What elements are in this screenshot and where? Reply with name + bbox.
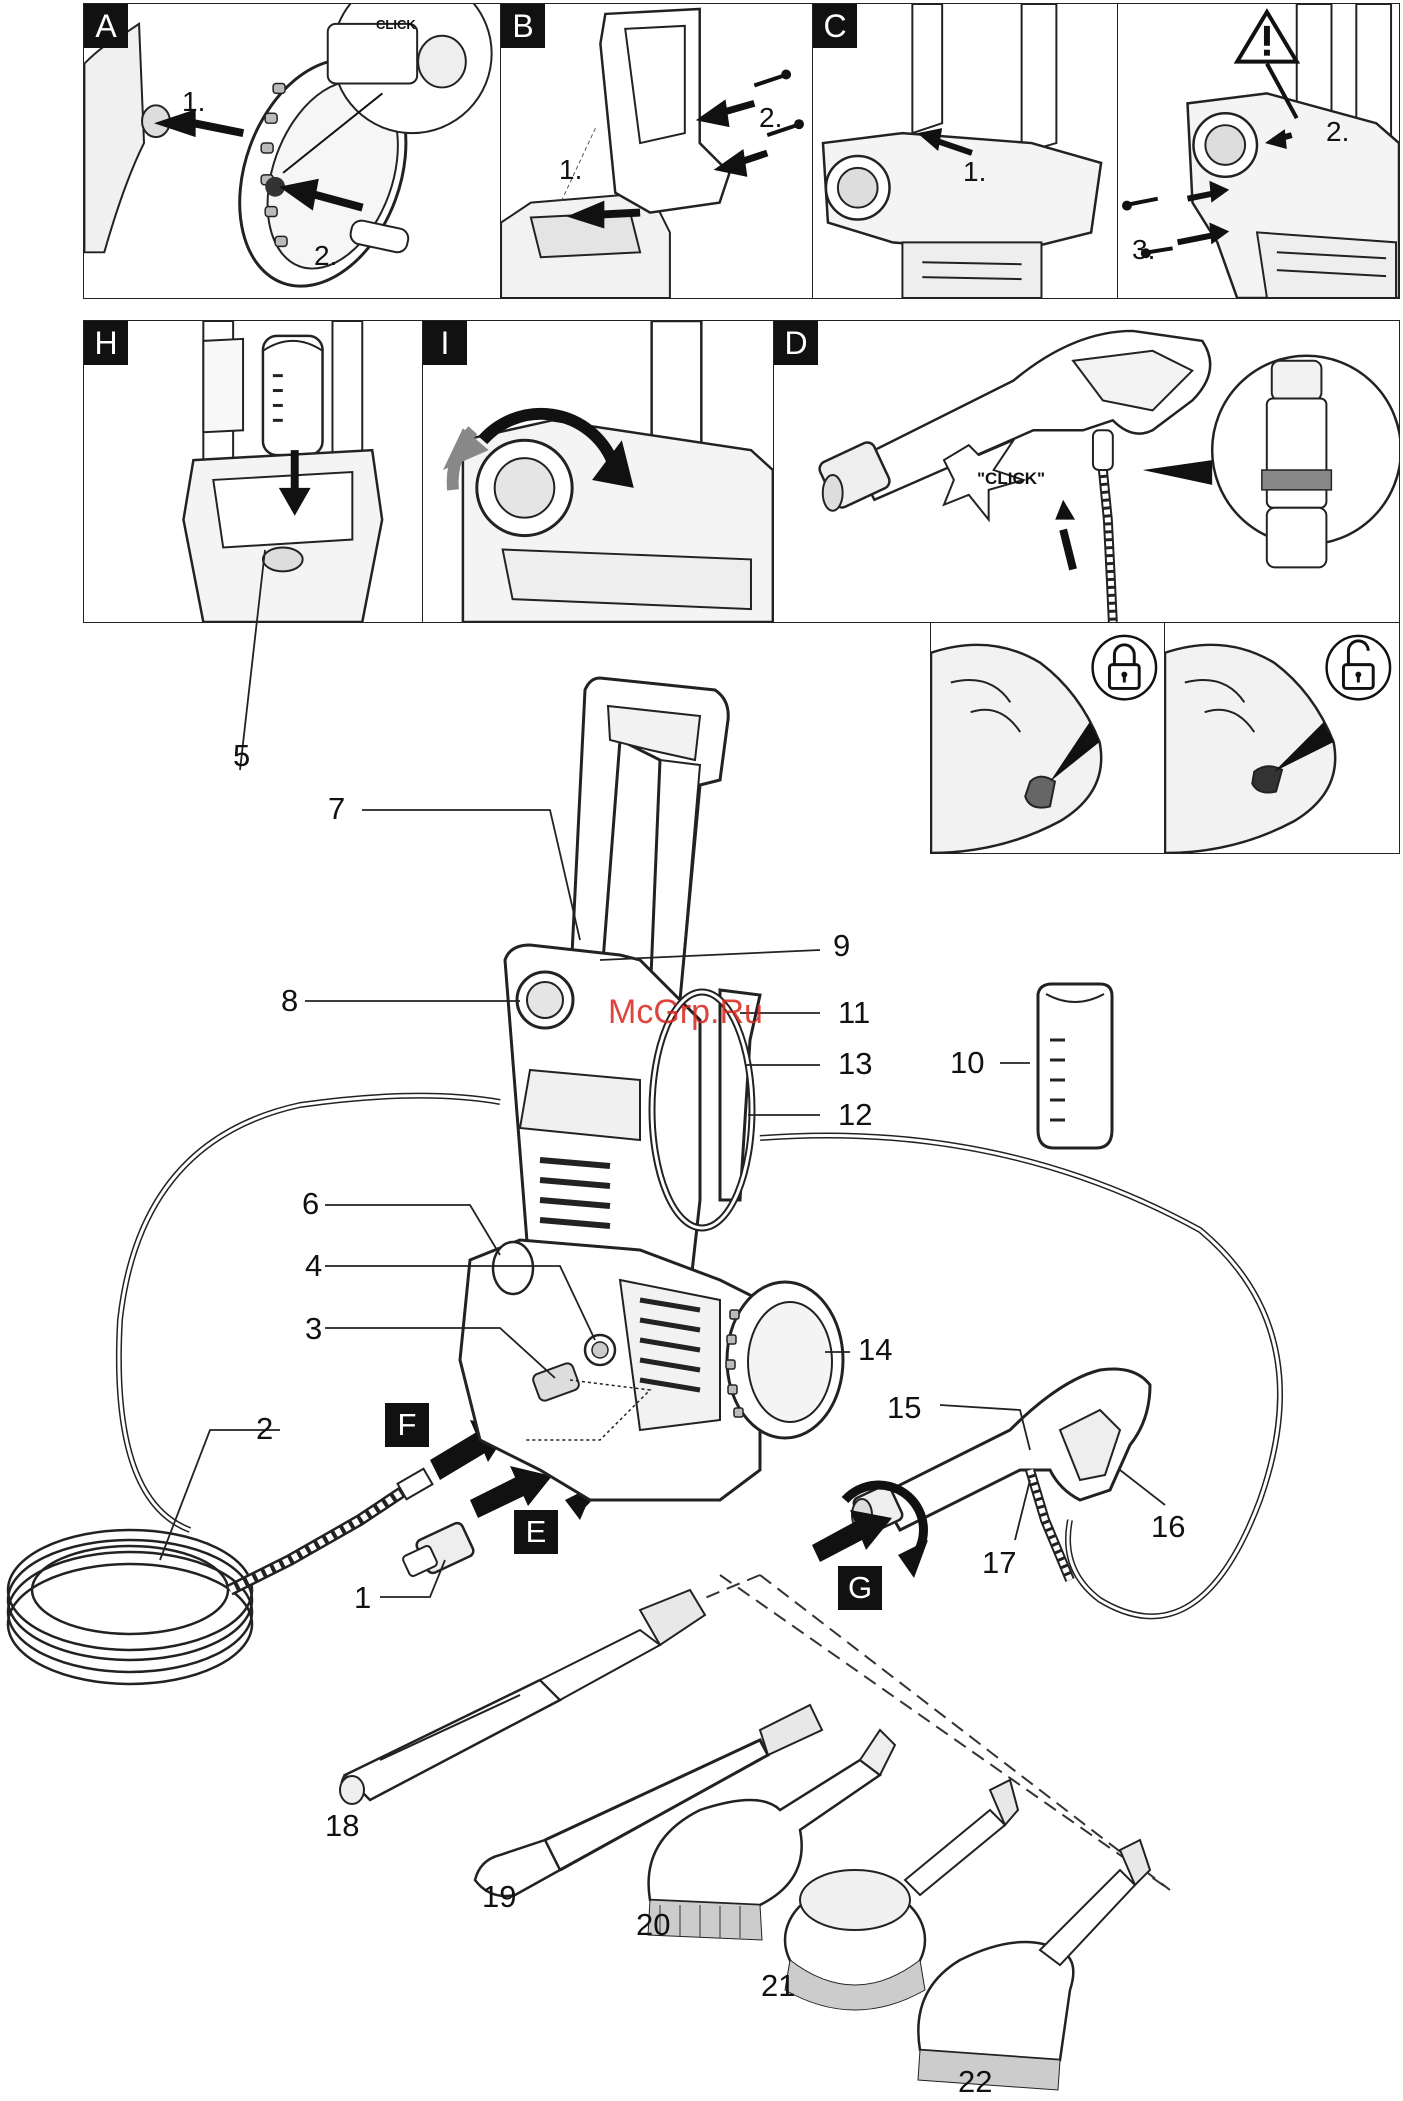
callout-9: 9 bbox=[833, 930, 850, 961]
panel-b-letter: B bbox=[501, 4, 545, 48]
pressure-washer-body bbox=[460, 678, 843, 1500]
callout-11: 11 bbox=[838, 997, 870, 1028]
hose-coil bbox=[8, 1530, 252, 1684]
callout-8: 8 bbox=[281, 985, 298, 1016]
panel-a-step-1: 1. bbox=[182, 86, 205, 118]
callout-6: 6 bbox=[302, 1188, 319, 1219]
callout-20: 20 bbox=[636, 1909, 670, 1940]
callout-13: 13 bbox=[838, 1048, 872, 1079]
callout-14: 14 bbox=[858, 1334, 892, 1365]
callout-17: 17 bbox=[982, 1547, 1016, 1578]
step-letter-g: G bbox=[838, 1566, 882, 1610]
callout-21: 21 bbox=[761, 1970, 795, 2001]
panel-a-click: CLICK bbox=[376, 17, 416, 32]
callout-16: 16 bbox=[1151, 1511, 1185, 1542]
lance-vario bbox=[340, 1590, 705, 1804]
callout-1: 1 bbox=[354, 1582, 371, 1613]
panel-d-letter: D bbox=[774, 321, 818, 365]
panel-b-step-2: 2. bbox=[759, 102, 782, 134]
detergent-bottle bbox=[1038, 984, 1112, 1148]
callout-10: 10 bbox=[950, 1047, 984, 1078]
callout-3: 3 bbox=[305, 1313, 322, 1344]
callout-4: 4 bbox=[305, 1250, 322, 1281]
callout-15: 15 bbox=[887, 1392, 921, 1423]
step-letter-f: F bbox=[385, 1403, 429, 1447]
wash-brush bbox=[918, 1840, 1150, 2090]
panel-d-click: "CLICK" bbox=[977, 469, 1045, 489]
panel-b-step-1: 1. bbox=[559, 154, 582, 186]
step-letter-e: E bbox=[514, 1510, 558, 1554]
panel-warning-step-3: 3. bbox=[1132, 234, 1155, 266]
panel-i-letter: I bbox=[423, 321, 467, 365]
panel-a-step-2: 2. bbox=[314, 240, 337, 272]
callout-5: 5 bbox=[233, 740, 250, 771]
callout-2: 2 bbox=[256, 1413, 273, 1444]
panel-c-step-1: 1. bbox=[963, 156, 986, 188]
callout-22: 22 bbox=[958, 2066, 992, 2097]
callout-7: 7 bbox=[328, 793, 345, 824]
panel-a-letter: A bbox=[84, 4, 128, 48]
panel-c-letter: C bbox=[813, 4, 857, 48]
panel-warning-step-2: 2. bbox=[1326, 116, 1349, 148]
adapter bbox=[402, 1521, 476, 1577]
callout-19: 19 bbox=[482, 1881, 516, 1912]
callout-18: 18 bbox=[325, 1810, 359, 1841]
watermark: McGrp.Ru bbox=[608, 993, 763, 1032]
panel-h-letter: H bbox=[84, 321, 128, 365]
callout-12: 12 bbox=[838, 1099, 872, 1130]
